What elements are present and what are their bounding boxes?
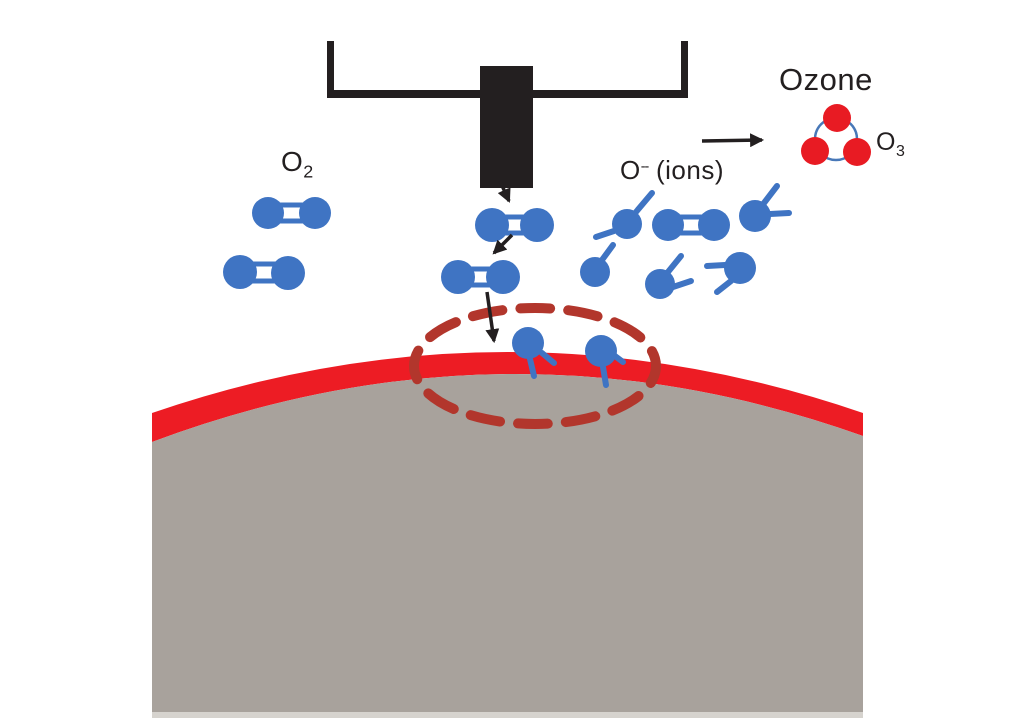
arrow-down-3 — [485, 291, 500, 344]
o2-molecule — [652, 209, 730, 241]
o2-molecule — [223, 255, 305, 290]
red-coating-layer — [152, 352, 863, 442]
oxygen-ion — [645, 253, 694, 299]
electrode — [327, 41, 688, 188]
electrode-bracket-left — [327, 41, 334, 98]
electrode-rod — [480, 66, 533, 188]
adsorbed-oxygen-ion — [585, 335, 626, 388]
o2-molecule — [252, 197, 331, 229]
o3-symbol: O — [876, 128, 896, 156]
ozone-molecule — [801, 104, 871, 166]
substrate-body — [152, 373, 863, 712]
o3-label: O3 — [876, 128, 905, 160]
oxygen-ion — [593, 190, 655, 240]
electrode-bracket-right — [681, 41, 688, 98]
reaction-zone-dashed-circle — [409, 303, 661, 429]
arrow-down-1 — [497, 180, 511, 203]
coated-substrate — [152, 352, 863, 718]
o3-subscript: 3 — [895, 143, 906, 160]
o2-label: O2 — [281, 146, 314, 181]
ion-symbol: O — [620, 155, 641, 185]
o2-molecule — [475, 208, 554, 242]
ions-word: (ions) — [648, 155, 725, 185]
oxygen-ion — [704, 252, 756, 295]
arrow-to-ozone — [701, 133, 765, 148]
substrate-bottom-edge — [152, 712, 863, 718]
ozone-label: Ozone — [779, 62, 873, 97]
o2-subscript: 2 — [303, 161, 314, 182]
arrow-down-2 — [492, 233, 514, 255]
adsorbed-oxygen-ion — [512, 327, 557, 379]
ions-label: O-- (ions) — [620, 157, 724, 183]
oxygen-ion — [739, 183, 792, 232]
o2-molecule — [441, 260, 520, 294]
oxygen-ion — [580, 242, 616, 287]
ion-charge-superscript: -- — [640, 159, 649, 176]
o2-symbol: O — [281, 146, 304, 177]
